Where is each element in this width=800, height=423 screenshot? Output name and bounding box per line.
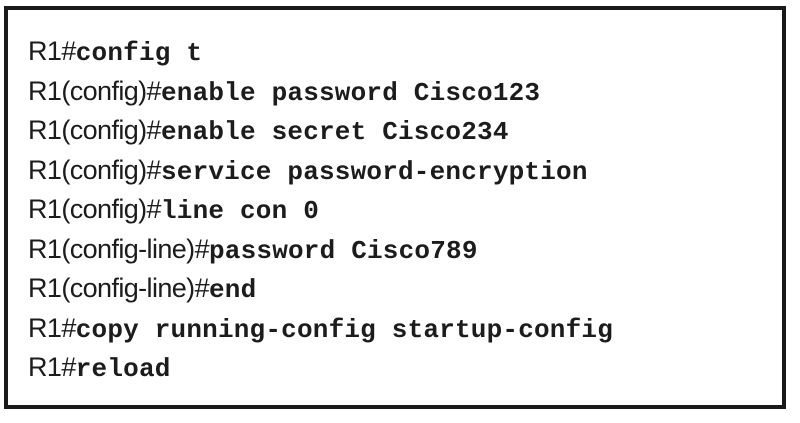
cli-command: enable secret Cisco234 <box>160 117 509 147</box>
cli-line: R1(config)#enable password Cisco123 <box>28 72 613 112</box>
cli-line: R1(config)#enable secret Cisco234 <box>28 111 613 151</box>
cli-prompt: R1(config-line)# <box>28 273 210 303</box>
cli-prompt: R1# <box>28 352 76 382</box>
cli-prompt: R1(config)# <box>28 194 162 224</box>
cli-line: R1(config-line)#end <box>28 269 613 309</box>
cli-prompt: R1# <box>28 312 76 343</box>
cli-line: R1(config)#line con 0 <box>28 190 613 230</box>
cli-command: line con 0 <box>160 196 319 226</box>
cli-command: service password-encryption <box>160 156 588 187</box>
cli-command: copy running-config startup-config <box>75 314 614 345</box>
cli-command: end <box>208 275 257 305</box>
cli-line: R1#reload <box>28 348 613 388</box>
config-exhibit-box: R1#config t R1(config)#enable password C… <box>4 6 786 409</box>
cli-prompt: R1(config-line)# <box>28 233 210 264</box>
cli-prompt: R1# <box>28 36 76 66</box>
cli-line: R1#config t <box>28 32 613 72</box>
cli-prompt: R1(config)# <box>28 115 162 145</box>
cli-line: R1#copy running-config startup-config <box>28 309 613 349</box>
cli-command: reload <box>75 354 171 384</box>
cli-transcript: R1#config t R1(config)#enable password C… <box>28 32 613 388</box>
cli-command: password Cisco789 <box>208 235 478 266</box>
cli-command: enable password Cisco123 <box>160 77 541 108</box>
cli-prompt: R1(config)# <box>28 154 162 185</box>
cli-line: R1(config-line)#password Cisco789 <box>28 230 613 270</box>
cli-line: R1(config)#service password-encryption <box>28 151 613 191</box>
cli-command: config t <box>75 38 203 68</box>
cli-prompt: R1(config)# <box>28 75 162 106</box>
